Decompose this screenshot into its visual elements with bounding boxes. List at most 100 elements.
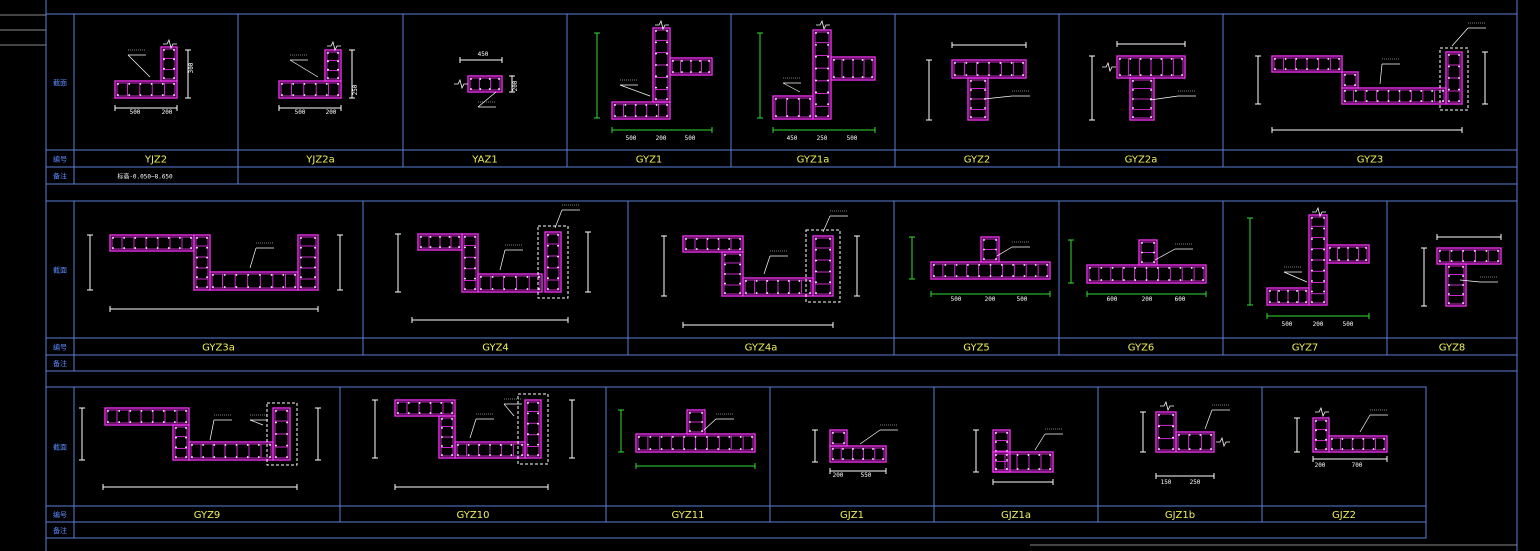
rebar-cage [830,56,876,81]
rebar-callout [1359,409,1388,433]
rebar-cage [930,261,1051,280]
rebar-callout [1149,90,1196,101]
dimension-label: 150 [1161,479,1172,486]
dimension-label: 450 [478,51,489,58]
table-border [45,200,1518,372]
rebar-cage [669,57,713,76]
dimension-line [611,127,713,133]
dimension-line [992,479,1054,485]
dimension-line [102,484,298,490]
dimension-line [1312,456,1388,462]
row-label-section: 截面 [53,266,67,275]
dimension-line [569,399,575,459]
rebar-cage [1138,239,1158,266]
rebar-cage [1271,55,1343,73]
rebar-callout [1034,428,1063,451]
rebar-cage [1266,287,1310,306]
rebar-callout [477,91,497,108]
rebar-callout [499,244,523,271]
dimension-line [585,231,591,293]
section-gyz10 [372,393,575,490]
rebar-cage [188,441,274,461]
dimension-label: 600 [1107,296,1118,303]
rebar-callout [703,413,734,431]
dimension-label: 200 [833,472,844,479]
rebar-cage [454,441,526,459]
rebar-cage [524,399,542,459]
dimension-label: 200 [1142,296,1153,303]
dashed-outline [517,393,549,465]
rebar-cage [742,277,814,297]
dimension-line [930,291,1051,297]
section-gjz1a [973,428,1063,485]
dimension-line [951,42,1027,48]
dimension-line [411,317,569,323]
dimension-line [812,429,818,463]
dimension-label: 200 [512,80,519,91]
dimension-line [87,234,93,291]
dimension-label: 200 [985,296,996,303]
rebar-cage [172,424,190,461]
table-border [45,13,1518,185]
dashed-outline [805,229,841,303]
column-name-gyz3a: GYZ3a [202,343,235,354]
dimension-line [509,75,515,93]
rebar-callout [1379,58,1400,85]
dimension-label: 500 [685,135,696,142]
dimension-line [973,429,979,473]
note-text: 标高-0.050~8.650 [117,173,173,181]
rebar-cage [812,235,834,297]
rebar-cage [104,407,190,426]
row-label-code: 编号 [53,155,67,164]
rebar-callout [1154,243,1193,261]
rebar-cage [829,429,848,447]
rebar-cage [1326,244,1370,264]
rebar-cage [721,251,744,297]
rebar-cage [1129,77,1155,121]
rebar-callout [859,424,898,445]
rebar-callout [996,241,1030,257]
section-gyz9 [79,402,321,490]
dimension-line [114,105,178,111]
dashed-outline [266,402,298,466]
rebar-cage [160,46,178,82]
rebar-callout [1204,404,1230,430]
row-label-note: 备注 [53,359,67,368]
dimension-line [1436,234,1502,240]
column-name-gyz7: GYZ7 [1292,343,1319,354]
rebar-callout [1283,266,1308,283]
column-name-gyz1a: GYZ1a [797,155,830,166]
dimension-label: 200 [162,109,173,116]
dimension-label: 500 [130,109,141,116]
break-symbol [1216,436,1230,448]
rebar-callout [249,414,268,426]
section-gyz11 [618,409,756,469]
section-gyz4 [395,204,591,323]
break-symbol [454,78,468,90]
rebar-cage [1341,87,1447,105]
rebar-callout [127,49,151,78]
rebar-cage [829,445,887,463]
break-symbol [1315,406,1329,418]
rebar-cage [394,399,456,417]
dimension-line [109,306,319,312]
rebar-cage [1308,214,1328,306]
rebar-cage [109,234,195,252]
dimension-line [349,49,355,99]
column-name-gyz1: GYZ1 [636,155,663,166]
dimension-line [909,236,915,280]
dimension-line [757,32,763,119]
column-name-gyz5: GYZ5 [963,343,990,354]
row-label-code: 编号 [53,510,67,519]
rebar-cage [1341,71,1359,89]
rebar-cage [324,49,342,82]
